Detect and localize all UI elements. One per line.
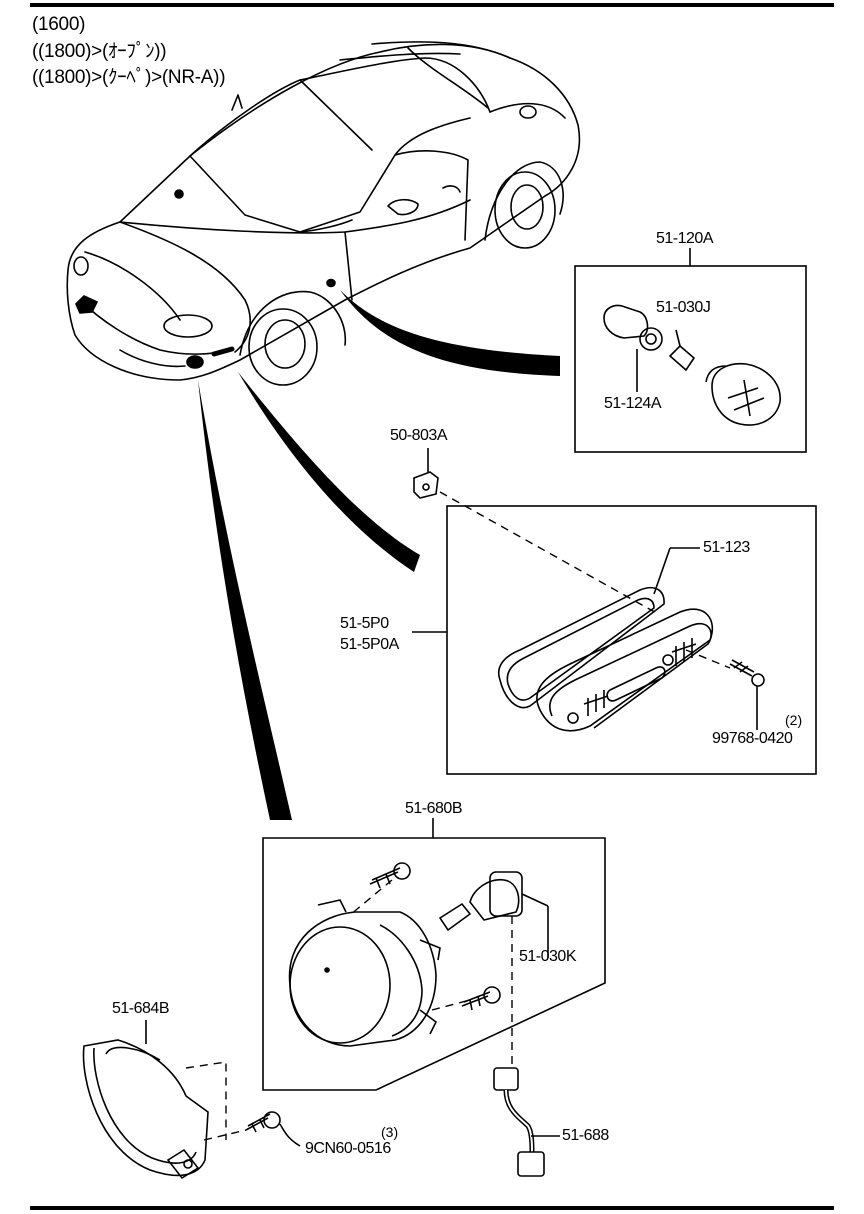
pointer-to-side-turn (340, 290, 560, 376)
car-illustration (66, 41, 581, 386)
pointer-to-side-marker (238, 372, 420, 572)
part-label-51-688[interactable]: 51-688 (562, 1127, 609, 1144)
side-marker-group (412, 505, 817, 775)
part-label-51-030K[interactable]: 51-030K (519, 948, 577, 965)
part-label-51-120A[interactable]: 51-120A (656, 230, 714, 247)
fog-lamp-group (262, 818, 606, 1091)
bracket-part (82, 1020, 301, 1180)
part-label-51-123[interactable]: 51-123 (703, 539, 750, 556)
qty-label-screw-b: (3) (381, 1124, 399, 1140)
part-label-51-5P0A[interactable]: 51-5P0A (340, 636, 399, 653)
part-label-51-680B[interactable]: 51-680B (405, 800, 463, 817)
dashed-guides (185, 491, 731, 1141)
part-label-99768-0420[interactable]: 99768-0420 (712, 730, 793, 747)
part-label-50-803A[interactable]: 50-803A (390, 427, 448, 444)
harness-part (493, 1067, 560, 1177)
part-label-51-5P0[interactable]: 51-5P0 (340, 615, 389, 632)
part-label-51-124A[interactable]: 51-124A (604, 395, 662, 412)
part-label-51-684B[interactable]: 51-684B (112, 1000, 170, 1017)
header-line-3: ((1800)>(ｸｰﾍﾟ)>(NR-A)) (32, 67, 226, 88)
clip-part (413, 448, 439, 499)
header-line-1: (1600) (32, 14, 86, 35)
pointer-to-fog-lamp (198, 380, 292, 820)
part-label-51-030J[interactable]: 51-030J (656, 299, 711, 316)
qty-label-screw-a: (2) (785, 712, 803, 728)
header-line-2: ((1800)>(ｵｰﾌﾟﾝ)) (32, 41, 167, 62)
side-turn-group (574, 248, 807, 453)
part-label-9CN60-0516[interactable]: 9CN60-0516 (305, 1140, 391, 1157)
